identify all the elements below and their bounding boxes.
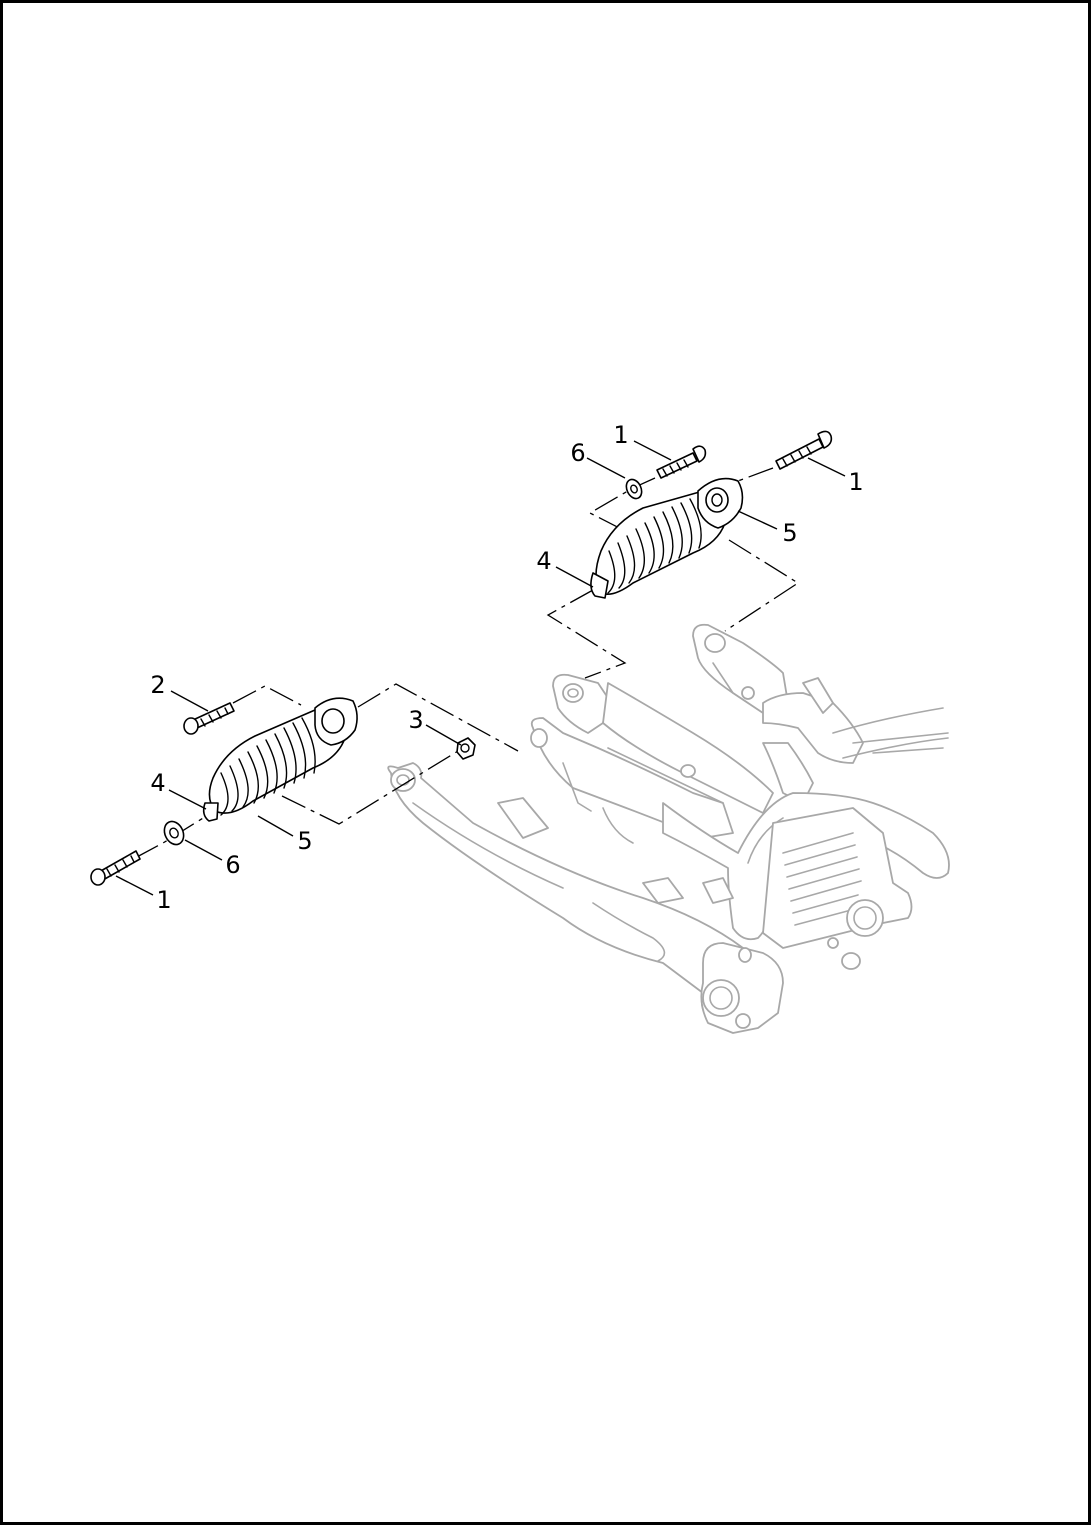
callout-left-bolt-lower: 1: [156, 886, 171, 914]
left-washer: [163, 820, 185, 846]
swingarm-frame-illustration: [387, 623, 950, 1034]
left-bolt-upper: [183, 702, 235, 735]
callout-top-bolt-left: 1: [613, 421, 628, 449]
left-nut: [456, 737, 476, 760]
callout-left-bushing: 4: [150, 769, 165, 797]
callout-top-bushing: 4: [536, 547, 551, 575]
callout-labels: 1 6 1 5 4 2 3 4 5 6 1: [150, 421, 863, 914]
top-shock-absorber: [590, 477, 744, 599]
top-bolt-right: [775, 430, 833, 470]
callout-top-bolt-right: 1: [848, 468, 863, 496]
left-shock-absorber: [202, 697, 358, 822]
left-bolt-lower: [90, 850, 141, 886]
callout-top-shock: 5: [782, 519, 797, 547]
rear-shock-absorber-exploded-diagram: 1 6 1 5 4 2 3 4 5 6 1: [90, 421, 950, 1034]
callout-top-washer: 6: [570, 439, 585, 467]
callout-left-shock: 5: [297, 827, 312, 855]
callout-left-washer: 6: [225, 851, 240, 879]
top-washer: [625, 478, 643, 500]
callout-left-nut: 3: [408, 706, 423, 734]
callout-leader-lines: [115, 440, 846, 896]
top-bolt-left: [656, 445, 707, 479]
callout-left-bolt-upper: 2: [150, 671, 165, 699]
assembly-guide-lines: [134, 467, 800, 859]
